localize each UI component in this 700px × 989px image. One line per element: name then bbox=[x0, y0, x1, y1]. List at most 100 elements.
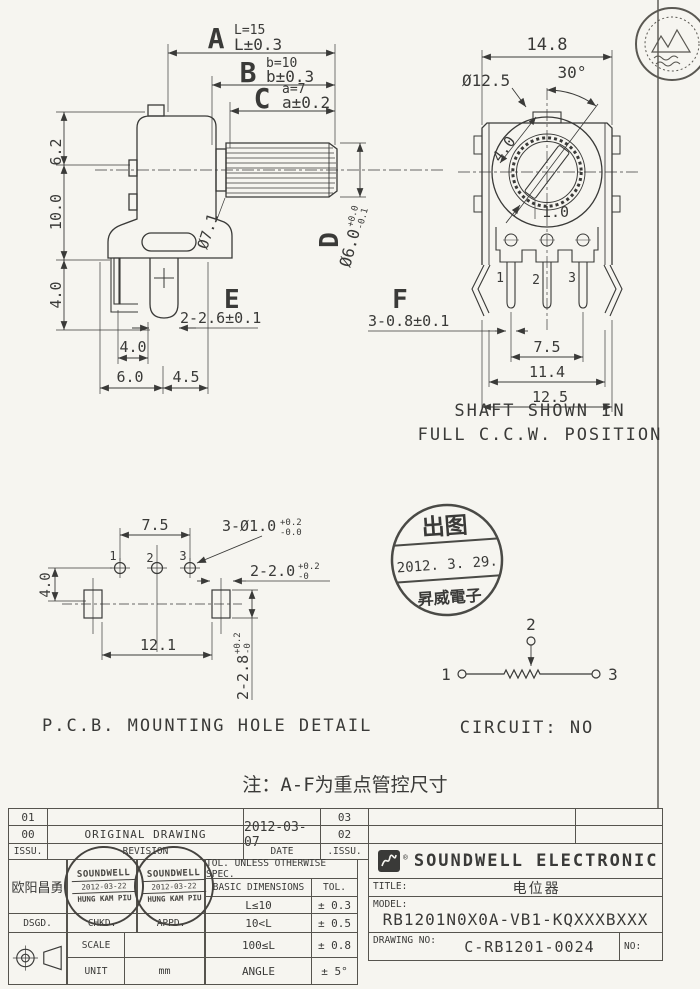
height-mid-dim: 10.0 bbox=[47, 194, 65, 230]
pcb-hole-label-1: 1 bbox=[109, 549, 116, 563]
rev-row1-issu-left: 01 bbox=[8, 808, 48, 826]
knob-dia-dim: Ø12.5 bbox=[462, 71, 510, 90]
dim-a-value: L=15 bbox=[234, 23, 265, 38]
rev-row2-desc-right bbox=[368, 825, 576, 844]
approval-stamp-company: SOUNDWELL bbox=[76, 868, 131, 880]
bottom-a-dim: 4.0 bbox=[119, 338, 146, 356]
pin-thickness-dim: 3-0.8±0.1 bbox=[368, 312, 449, 330]
side-view-labels: A L=15 L±0.3 B b=10 b±0.3 C a=7 a±0.2 6.… bbox=[47, 22, 371, 386]
registered-mark: ® bbox=[403, 853, 408, 862]
side-view bbox=[95, 104, 445, 319]
slot-height-tol-dn: -0 bbox=[243, 643, 253, 654]
front-pin-3: 3 bbox=[568, 271, 576, 286]
drawing-no-label: DRAWING NO: bbox=[373, 935, 436, 946]
dsgd-label: DSGD. bbox=[8, 913, 67, 933]
circuit-terminal-2: 2 bbox=[526, 615, 536, 634]
approval-stamp-date: 2012-03-22 bbox=[151, 881, 197, 892]
leg-span-dim: 11.4 bbox=[529, 363, 565, 381]
dim-letter-e: E bbox=[224, 285, 240, 315]
title-label: TITLE: bbox=[373, 881, 408, 892]
key-dimension-note: 注：A-F为重点管控尺寸 bbox=[242, 774, 447, 796]
side-flange-slot bbox=[141, 232, 197, 252]
rev-row1-date-right bbox=[575, 808, 663, 826]
projection-symbol-icon bbox=[12, 945, 62, 971]
release-stamp-line1: 出图 bbox=[421, 513, 469, 542]
circuit-resistor bbox=[466, 668, 592, 680]
release-stamp-line3: 昇威電子 bbox=[417, 586, 482, 609]
approval-stamp-date: 2012-03-22 bbox=[81, 881, 127, 892]
no-cell: NO: bbox=[619, 932, 663, 961]
soundwell-logo-icon bbox=[378, 850, 400, 872]
tolerance-dim-1: L≤10 bbox=[205, 896, 312, 914]
drawing-area: A L=15 L±0.3 B b=10 b±0.3 C a=7 a±0.2 6.… bbox=[38, 0, 700, 808]
tolerance-col-tol: TOL. bbox=[311, 878, 358, 897]
company-name: SOUNDWELL ELECTRONIC bbox=[413, 851, 659, 871]
tolerance-dim-4: ANGLE bbox=[205, 957, 312, 985]
pcb-caption: P.C.B. MOUNTING HOLE DETAIL bbox=[42, 716, 372, 736]
rotation-angle-dim: 30° bbox=[558, 63, 587, 82]
pcb-hole-label-3: 3 bbox=[179, 549, 186, 563]
hole-dia-tol-dn: -0.0 bbox=[280, 528, 302, 538]
slot-width-tol-up: +0.2 bbox=[298, 562, 320, 572]
rev-row1-desc-left bbox=[47, 808, 244, 826]
circuit-terminal-3: 3 bbox=[608, 665, 618, 684]
slot-width-tol-dn: -0 bbox=[298, 572, 309, 582]
slot-height-tol-up: +0.2 bbox=[233, 632, 243, 654]
rev-row2-date-left: 2012-03-07 bbox=[243, 820, 321, 850]
front-tab-left-2 bbox=[473, 195, 483, 213]
shaft-base-dia: Ø7.1 bbox=[194, 211, 222, 251]
front-knurl-teeth bbox=[511, 136, 583, 208]
projection-symbol-cell bbox=[8, 932, 67, 985]
dim-letter-f: F bbox=[392, 285, 408, 315]
scale-value bbox=[124, 932, 205, 958]
model-label: MODEL: bbox=[373, 899, 408, 910]
dim-letter-b: B bbox=[240, 56, 257, 89]
rev-header-issu-left: ISSU. bbox=[8, 843, 48, 860]
release-stamp-line2: 2012. 3. 29. bbox=[396, 553, 498, 576]
height-bot-dim: 4.0 bbox=[47, 281, 65, 308]
circuit-diagram: 1 2 3 CIRCUIT: NO bbox=[441, 615, 618, 738]
tolerance-header: TOL. UNLESS OTHERWISE SPEC. bbox=[205, 858, 358, 880]
pin-width-dim: 2-2.6±0.1 bbox=[180, 309, 261, 327]
rev-row2-date-right bbox=[575, 825, 663, 844]
side-body-outline bbox=[107, 115, 233, 259]
scale-label: SCALE bbox=[67, 932, 125, 958]
dim-letter-a: A bbox=[208, 22, 225, 55]
side-terminal-pin bbox=[113, 257, 121, 305]
slot-height-dim: 2-2.8 bbox=[234, 655, 252, 700]
rev-row2-issu-right: 02 bbox=[320, 825, 369, 844]
side-bracket bbox=[110, 258, 138, 313]
dim-a-tol: L±0.3 bbox=[234, 35, 282, 54]
front-leg-2 bbox=[542, 262, 552, 309]
designer-name-cell: 欧阳昌勇 bbox=[8, 859, 67, 914]
side-center-housing bbox=[149, 258, 179, 319]
rev-row2-issu-left: 00 bbox=[8, 825, 48, 844]
circuit-caption: CIRCUIT: NO bbox=[460, 718, 595, 738]
front-caption-1: SHAFT SHOWN IN bbox=[454, 401, 625, 421]
pcb-hole-label-2: 2 bbox=[146, 551, 153, 565]
front-pin-plate bbox=[495, 227, 599, 263]
side-left-notch-1 bbox=[128, 159, 138, 177]
release-stamp: 出图 2012. 3. 29. 昇威電子 bbox=[390, 503, 504, 617]
drawing-no-value: C-RB1201-0024 bbox=[464, 937, 595, 956]
side-shaft-knurl bbox=[226, 147, 336, 194]
bottom-c-dim: 4.5 bbox=[172, 368, 199, 386]
height-top-dim: 6.2 bbox=[47, 138, 65, 165]
company-header-cell: ® SOUNDWELL ELECTRONIC bbox=[368, 843, 663, 879]
dim-c-tol: a±0.2 bbox=[282, 93, 330, 112]
approval-stamp-name: HUNG KAM PIU bbox=[77, 893, 132, 904]
model-row: MODEL: RB1201N0X0A-VB1-KQXXXBXXX bbox=[368, 896, 663, 933]
front-slot-axis bbox=[513, 103, 599, 217]
side-top-tab bbox=[147, 104, 165, 117]
rev-row2-desc-left: ORIGINAL DRAWING bbox=[47, 825, 244, 844]
title-value: 电位器 bbox=[512, 880, 561, 897]
tolerance-col-dim: BASIC DIMENSIONS bbox=[205, 878, 312, 897]
tolerance-dim-2: 10<L bbox=[205, 913, 312, 933]
hole-dia-tol-up: +0.2 bbox=[280, 518, 302, 528]
approval-stamp-company: SOUNDWELL bbox=[146, 868, 201, 880]
slot-pitch-dim: 12.1 bbox=[140, 636, 176, 654]
front-leg-3 bbox=[578, 262, 588, 309]
pcb-detail-labels: 7.5 3-Ø1.0 +0.2 -0.0 1 2 3 4.0 2-2.0 +0.… bbox=[38, 516, 372, 736]
side-left-notch-2 bbox=[128, 193, 138, 211]
pcb-detail bbox=[62, 545, 242, 652]
